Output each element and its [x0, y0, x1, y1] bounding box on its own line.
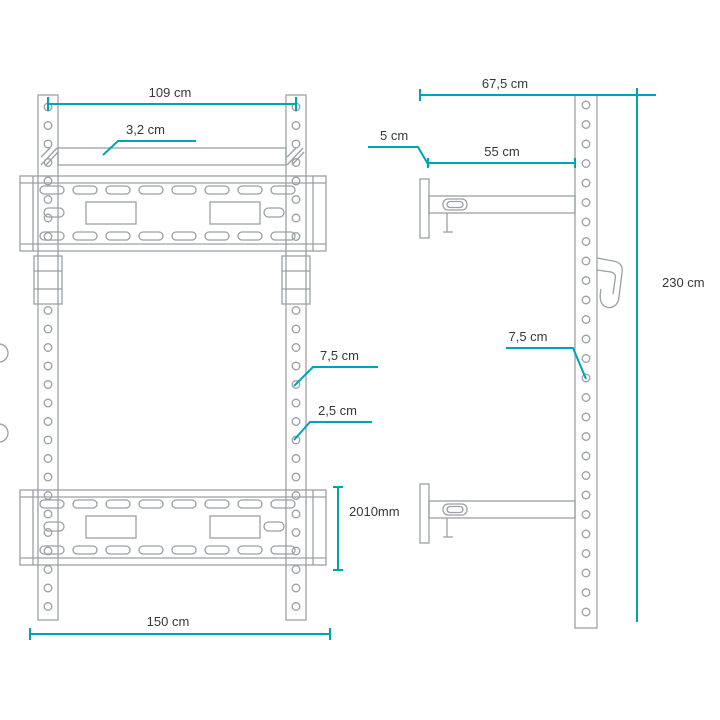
dimension-side-hole-spacing-leader — [506, 347, 587, 380]
dimension-front-top-width-line — [47, 97, 297, 111]
dimension-front-hole-spacing-leader — [293, 366, 378, 387]
front-top-bar-hatch-left — [40, 147, 59, 166]
side-view — [419, 94, 623, 629]
dim-label-side-arm-length: 55 cm — [484, 144, 519, 159]
dim-label-front-bottom-width: 150 cm — [147, 614, 190, 629]
dim-label-side-bracket: 5 cm — [380, 128, 408, 143]
dim-label-front-top-width: 109 cm — [149, 85, 192, 100]
front-right-connector — [281, 255, 311, 305]
edge-artifact-circle — [0, 343, 9, 363]
dimension-side-arm-length-line — [427, 158, 576, 168]
front-lower-wall-plate — [19, 489, 327, 566]
dim-label-side-height: 230 cm — [662, 275, 705, 290]
front-upper-wall-plate — [19, 175, 327, 252]
front-right-upright — [285, 94, 307, 621]
dim-label-front-bar-thickness: 3,2 cm — [126, 122, 165, 137]
side-upright-holes — [581, 100, 591, 617]
front-left-connector — [33, 255, 63, 305]
dimension-side-top-depth-line — [419, 89, 656, 101]
front-top-bar-hatch-right — [286, 147, 305, 166]
dim-label-side-top-depth: 67,5 cm — [482, 76, 528, 91]
edge-artifact-circle — [0, 423, 9, 443]
side-upper-arm — [419, 178, 576, 239]
front-view — [0, 94, 327, 621]
dimension-side-bracket-leader — [368, 146, 430, 167]
dimension-annotations — [29, 88, 656, 640]
dim-label-front-hole-diameter: 2,5 cm — [318, 403, 357, 418]
front-top-bar — [57, 147, 287, 166]
dimension-front-bar-thickness-leader — [102, 140, 196, 156]
front-left-upright — [37, 94, 59, 621]
dim-label-front-plate-height: 2010mm — [349, 504, 400, 519]
dimension-labels: 109 cm 3,2 cm 7,5 cm 2,5 cm 2010mm 150 c… — [126, 76, 705, 629]
dimension-front-bottom-width-line — [29, 628, 331, 640]
front-upright-holes — [43, 102, 301, 611]
dim-label-front-hole-spacing: 7,5 cm — [320, 348, 359, 363]
dimension-front-hole-diameter-leader — [293, 421, 372, 441]
side-j-hook — [596, 257, 623, 309]
side-lower-arm — [419, 483, 576, 544]
dim-label-side-hole-spacing: 7,5 cm — [508, 329, 547, 344]
dimension-front-plate-height-line — [333, 486, 343, 571]
